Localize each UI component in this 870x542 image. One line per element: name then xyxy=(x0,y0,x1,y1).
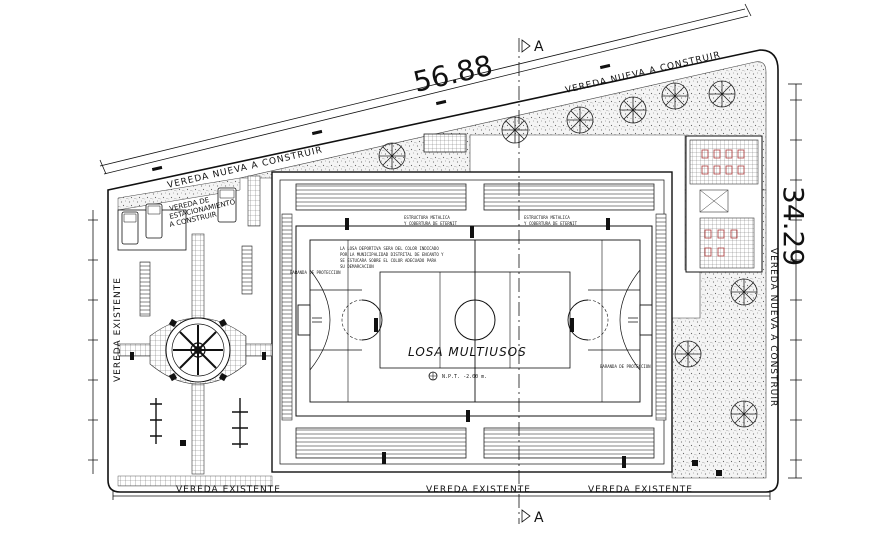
sidewalk-label-left: VEREDA EXISTENTE xyxy=(113,277,123,382)
svg-text:BARANDA DE PROTECCION: BARANDA DE PROTECCION xyxy=(290,270,341,275)
sidewalk-label-bottom-3: VEREDA EXISTENTE xyxy=(588,485,693,495)
garden-strip-top xyxy=(117,177,241,211)
section-line-a xyxy=(518,38,531,524)
svg-text:LA LOSA DEPORTIVA SERA DEL COL: LA LOSA DEPORTIVA SERA DEL COLOR INDICAD… xyxy=(340,246,439,251)
sidewalk-label-right: VEREDA NUEVA A CONSTRUIR xyxy=(768,248,778,407)
svg-text:Y COBERTURA DE ETERNIT: Y COBERTURA DE ETERNIT xyxy=(404,221,458,226)
dimension-lines xyxy=(88,3,802,500)
court-label: LOSA MULTIUSOS xyxy=(408,345,527,359)
trees xyxy=(378,80,758,428)
svg-text:SE ESTUCARA SOBRE EL COLOR ADE: SE ESTUCARA SOBRE EL COLOR ADECUADO PARA xyxy=(340,258,437,263)
svg-text:N.P.T. -2.00 m.: N.P.T. -2.00 m. xyxy=(442,374,487,380)
svg-text:SU DEMARCACION: SU DEMARCACION xyxy=(340,264,374,269)
svg-text:ESTRUCTURA METALICA: ESTRUCTURA METALICA xyxy=(404,215,450,220)
boundary-marks xyxy=(151,63,722,476)
court-notes: ESTRUCTURA METALICA Y COBERTURA DE ETERN… xyxy=(290,215,651,369)
court-platform xyxy=(271,171,673,473)
sidewalk-label-bottom-2: VEREDA EXISTENTE xyxy=(426,485,531,495)
sidewalk-label-bottom-1: VEREDA EXISTENTE xyxy=(176,485,281,495)
section-marker-bottom: A xyxy=(534,510,544,526)
dimension-right: 34.29 xyxy=(777,186,810,266)
parking-area xyxy=(117,187,237,251)
svg-text:BARANDA DE PROTECCION: BARANDA DE PROTECCION xyxy=(600,364,651,369)
level-marker: N.P.T. -2.00 m. xyxy=(428,371,487,381)
dimension-top: 56.88 xyxy=(410,49,496,99)
booth xyxy=(423,133,467,153)
central-fountain xyxy=(165,317,231,383)
site-boundary xyxy=(107,49,779,493)
svg-text:ESTRUCTURA METALICA: ESTRUCTURA METALICA xyxy=(524,215,570,220)
svg-text:POR LA MUNICIPALIDAD DISTRITAL: POR LA MUNICIPALIDAD DISTRITAL DE ENCANT… xyxy=(340,252,444,257)
plaza-furniture xyxy=(130,245,266,448)
section-marker-top: A xyxy=(534,39,544,55)
restroom-building xyxy=(685,135,763,273)
svg-text:Y COBERTURA DE ETERNIT: Y COBERTURA DE ETERNIT xyxy=(524,221,578,226)
